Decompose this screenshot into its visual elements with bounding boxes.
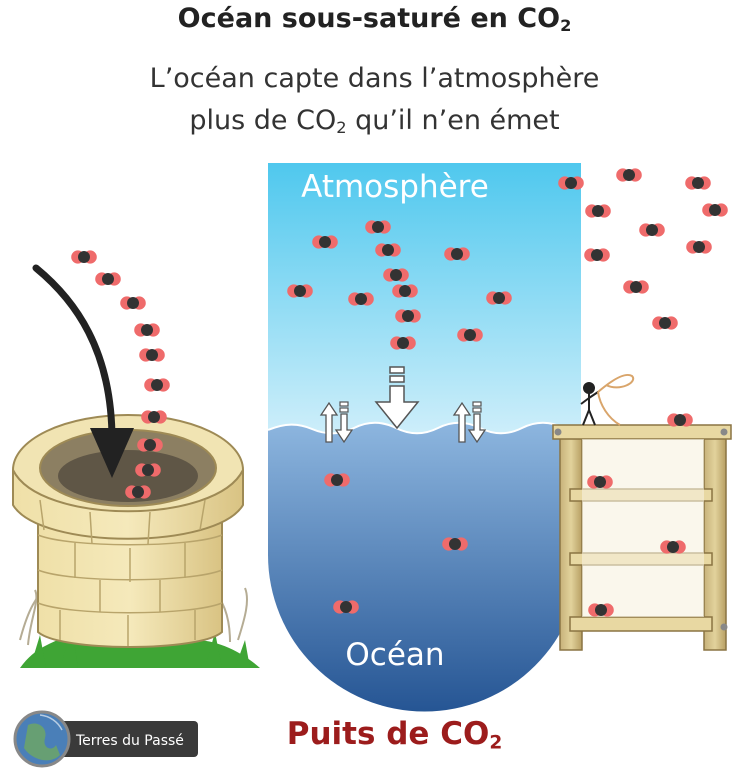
co2-molecule-icon (71, 250, 97, 264)
co2-molecule-icon (125, 485, 151, 499)
co2-molecule-icon (652, 316, 678, 330)
title-text: Océan sous-saturé en CO (177, 3, 561, 34)
co2-molecule-icon (588, 603, 614, 617)
sink-title-text: Puits de CO (286, 716, 490, 752)
logo-text: Terres du Passé (75, 733, 184, 749)
co2-molecule-icon (395, 309, 421, 323)
co2-molecule-icon (144, 378, 170, 392)
ocean-area (268, 422, 581, 712)
co2-molecule-icon (139, 348, 165, 362)
co2-molecule-icon (348, 292, 374, 306)
exchange-arrows-icon (452, 401, 487, 444)
atmosphere-label: Atmosphère (301, 169, 489, 205)
co2-molecule-icon (442, 537, 468, 551)
well-icon (12, 414, 260, 668)
co2-molecule-icon (134, 323, 160, 337)
ocean-surface-line (268, 421, 581, 435)
co2-molecule-icon (375, 243, 401, 257)
co2-molecule-icon (390, 336, 416, 350)
co2-molecule-icon (686, 240, 712, 254)
co2-molecule-icon (120, 296, 146, 310)
subtitle-line-2-post: qu’il n’en émet (346, 105, 560, 136)
co2-molecule-icon (137, 438, 163, 452)
down-arrow-icon (374, 366, 420, 430)
co2-molecule-icon (383, 268, 409, 282)
co2-molecule-icon (135, 463, 161, 477)
co2-molecule-icon (324, 473, 350, 487)
subtitle-subscript: 2 (336, 118, 347, 138)
co2-molecule-icon (444, 247, 470, 261)
subtitle-line-1: L’océan capte dans l’atmosphère (149, 63, 600, 94)
co2-molecule-icon (457, 328, 483, 342)
ocean-label: Océan (345, 637, 444, 673)
co2-molecule-icon (685, 176, 711, 190)
co2-molecule-icon (287, 284, 313, 298)
co2-molecule-icon (141, 410, 167, 424)
co2-molecule-icon (486, 291, 512, 305)
co2-molecule-icon (558, 176, 584, 190)
co2-molecule-icon (623, 280, 649, 294)
atmosphere-ocean-column: Atmosphère Océan (268, 163, 581, 712)
co2-molecule-icon (587, 475, 613, 489)
co2-molecule-icon (667, 413, 693, 427)
shelf-icon (552, 424, 732, 651)
curved-arrow-icon (32, 264, 134, 478)
exchange-arrows-icon (319, 401, 354, 444)
co2-molecule-icon (365, 220, 391, 234)
co2-molecule-icon (95, 272, 121, 286)
logo-icon: Terres du Passé (13, 710, 198, 768)
co2-molecule-icon (660, 540, 686, 554)
co2-molecule-icon (702, 203, 728, 217)
co2-molecule-icon (584, 248, 610, 262)
title-subscript: 2 (560, 16, 572, 36)
sink-title: Puits de CO2 (0, 716, 749, 754)
stick-figure-icon (580, 374, 635, 426)
co2-molecule-icon (312, 235, 338, 249)
co2-molecule-icon (392, 284, 418, 298)
diagram-title: Océan sous-saturé en CO2 (0, 0, 749, 45)
atmosphere-area (268, 163, 581, 433)
subtitle-line-2: plus de CO2 qu’il n’en émet (0, 100, 749, 149)
co2-molecule-icon (333, 600, 359, 614)
subtitle-line-2-pre: plus de CO (189, 105, 337, 136)
diagram-subtitle: L’océan capte dans l’atmosphère plus de … (0, 58, 749, 149)
sink-title-subscript: 2 (489, 732, 503, 754)
co2-molecule-icon (585, 204, 611, 218)
co2-molecule-icon (639, 223, 665, 237)
co2-molecule-icon (616, 168, 642, 182)
